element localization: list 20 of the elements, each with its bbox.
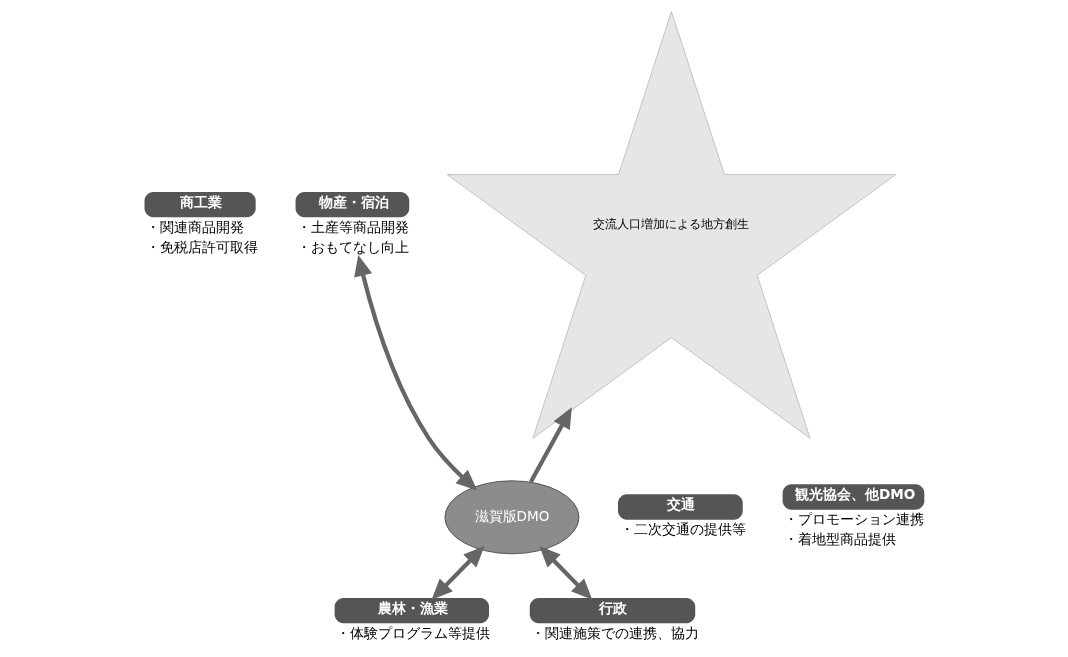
- node-box: 観光協会、他DMO: [782, 484, 925, 510]
- node-label: ・プロモーション連携: [784, 510, 925, 527]
- node-label: ・おもてなし向上: [297, 238, 410, 255]
- node-box: 商工業: [144, 191, 256, 218]
- arrow: [528, 407, 572, 484]
- node-box: 行政: [529, 597, 696, 624]
- node-label: ・土産等商品開発: [297, 218, 410, 235]
- node-label: ・着地型商品提供: [784, 531, 897, 548]
- node-ellipse: 滋賀版DMO: [444, 480, 580, 555]
- node-label: ・関連商品開発: [146, 218, 245, 235]
- arrow: [354, 254, 478, 491]
- node-label: ・免税店許可取得: [146, 238, 259, 255]
- node-label: ・関連施策での連携、協力: [531, 624, 700, 641]
- node-box: 農林・漁業: [334, 597, 490, 624]
- node-box: 交通: [618, 494, 743, 520]
- node-box: 物産・宿泊: [295, 191, 410, 218]
- arrow: [539, 546, 593, 600]
- arrow: [431, 546, 485, 600]
- node-label: ・体験プログラム等提供: [336, 624, 491, 641]
- node-label: ・二次交通の提供等: [619, 521, 746, 538]
